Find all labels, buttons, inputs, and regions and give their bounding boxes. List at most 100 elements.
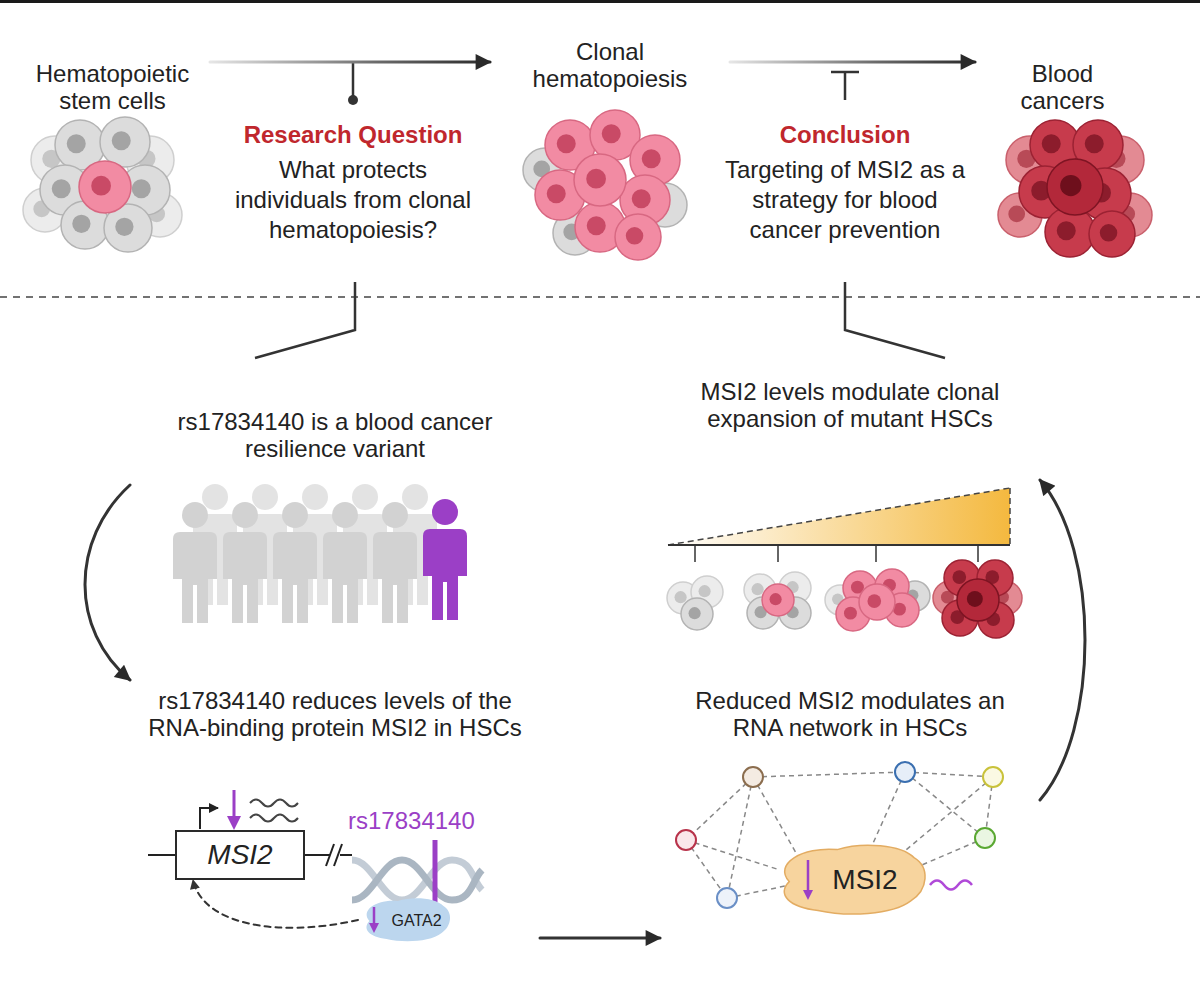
network-links [686, 772, 993, 898]
cell [1047, 159, 1103, 215]
person-head [432, 499, 458, 525]
person-head [252, 484, 278, 510]
cell-nucleus [1060, 175, 1081, 196]
inhibit-stem [844, 72, 847, 100]
node-text: MSI2 [802, 863, 897, 897]
section-text: What protects individuals from clonal he… [221, 155, 486, 245]
dna-strand [352, 860, 482, 900]
cell-nucleus [132, 179, 151, 198]
cell-nucleus [91, 176, 111, 196]
node-text: Clonal hematopoiesis [510, 38, 710, 92]
person-head [282, 502, 308, 528]
stage-panel: Blood cancers [975, 60, 1150, 245]
cell-body [100, 117, 150, 167]
tick [875, 545, 877, 562]
person-figure [423, 499, 467, 620]
person-body [223, 532, 267, 623]
section-heading: Research Question [221, 120, 486, 150]
cell [100, 117, 150, 167]
person-figure [223, 502, 267, 623]
person-head [332, 502, 358, 528]
cell-body [681, 598, 713, 630]
variant-bar [433, 840, 438, 902]
top-rule [0, 0, 1200, 3]
gene-line [305, 854, 330, 856]
person-body [323, 532, 367, 623]
stage-panel: Clonal hematopoiesis [490, 38, 730, 248]
wedge-edge [1009, 488, 1011, 545]
divider [0, 296, 1200, 298]
cell [957, 579, 999, 621]
person-body [273, 532, 317, 623]
node-text: Reduced MSI2 modulates an RNA network in… [675, 687, 1025, 741]
dna-strand [352, 860, 482, 900]
cell-nucleus [675, 591, 687, 603]
person-head [232, 502, 258, 528]
finding-panel: Reduced MSI2 modulates an RNA network in… [660, 665, 1040, 950]
node-text: Hematopoietic stem cells [15, 60, 210, 114]
cell-nucleus [867, 594, 881, 608]
person-head [352, 484, 378, 510]
question-stick [352, 62, 355, 100]
tick [694, 545, 696, 562]
cell [574, 154, 626, 206]
flow-arrow [1040, 480, 1085, 800]
cell-body [574, 154, 626, 206]
gradient-wedge [668, 488, 1010, 545]
network-node [676, 830, 696, 850]
cell-nucleus [952, 570, 966, 584]
node-text: MSI2 levels modulate clonal expansion of… [660, 378, 1040, 432]
blob-shape [784, 845, 925, 914]
down-arrow-head [369, 923, 379, 933]
cell-nucleus [547, 184, 566, 203]
down-arrow [233, 790, 236, 818]
tick [977, 545, 979, 562]
cell-nucleus [626, 227, 643, 244]
person-figure [273, 502, 317, 623]
cell-nucleus [115, 218, 133, 236]
cell-nucleus [1100, 224, 1117, 241]
cell-body [859, 584, 895, 620]
cell [762, 584, 794, 616]
node-text: GATA2 [369, 911, 441, 930]
cell [79, 161, 131, 213]
cell-body [1089, 211, 1135, 257]
cell-nucleus [586, 169, 606, 189]
cell-nucleus [557, 134, 576, 153]
person-head [382, 502, 408, 528]
cell-body [1047, 159, 1103, 215]
wedge-edge [668, 488, 1010, 545]
flow-arrow [85, 485, 130, 680]
cell-nucleus [602, 124, 621, 143]
cell-nucleus [844, 607, 857, 620]
protein-blob: MSI2 [770, 840, 930, 920]
cell-nucleus [642, 149, 661, 168]
person-body [373, 532, 417, 623]
flow-arrow [540, 937, 660, 940]
cell [859, 584, 895, 620]
cell-nucleus [52, 179, 71, 198]
person-figure [323, 502, 367, 623]
section-text: Targeting of MSI2 as a strategy for bloo… [720, 155, 970, 245]
rna-wave [250, 800, 298, 807]
rna-wave [250, 815, 298, 822]
cell-nucleus [67, 134, 86, 153]
variant-label: rs17834140 [348, 806, 475, 836]
gene-box: MSI2 [175, 830, 305, 880]
bracket [845, 282, 945, 358]
network-node [743, 767, 763, 787]
cell-nucleus [1057, 221, 1076, 240]
person-figure [173, 502, 217, 623]
cell-nucleus [699, 585, 711, 597]
person-head [402, 484, 428, 510]
cell-nucleus [770, 593, 782, 605]
cell [681, 598, 713, 630]
cell-nucleus [587, 216, 606, 235]
down-arrow-head [227, 816, 241, 830]
cell-nucleus [1042, 134, 1061, 153]
tick [777, 545, 779, 562]
person-figure [373, 502, 417, 623]
cell-body [615, 214, 661, 260]
gene-line [340, 854, 352, 856]
